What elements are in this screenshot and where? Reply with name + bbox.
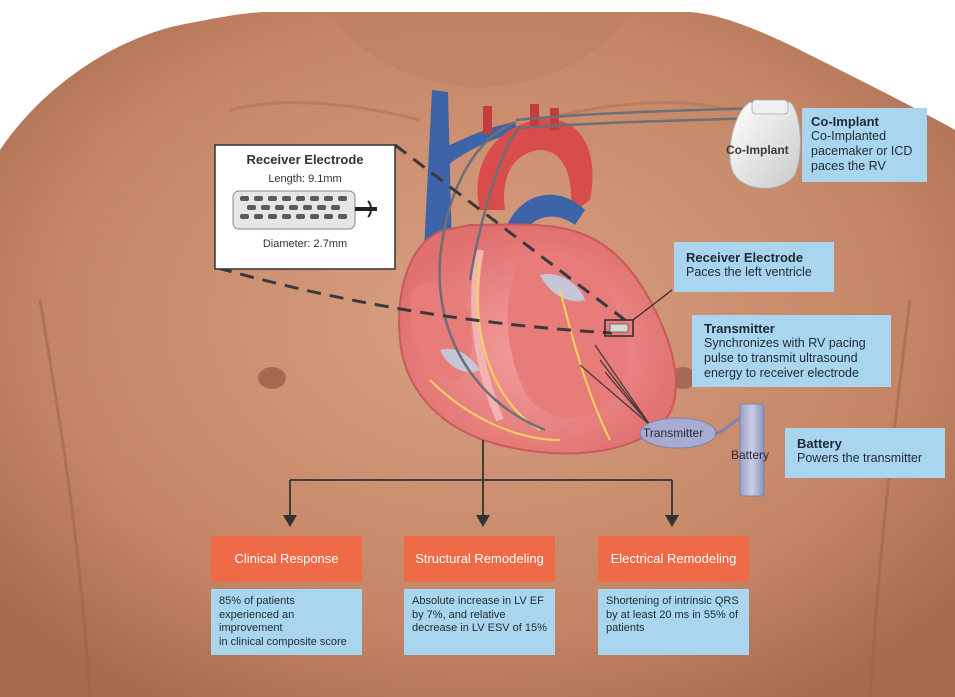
co-implant-header (752, 100, 788, 114)
co-implant-title: Co-Implant (811, 114, 918, 129)
result-line: 85% of patients (219, 595, 354, 609)
inset-title: Receiver Electrode (215, 152, 395, 167)
result-line: Shortening of intrinsic QRS (606, 595, 741, 609)
outcome-clinical-response-result: 85% of patients experienced an improveme… (211, 589, 362, 655)
receiver-electrode-title: Receiver Electrode (686, 250, 822, 265)
outcome-electrical-remodeling-result: Shortening of intrinsic QRS by at least … (598, 589, 749, 655)
battery-device-label: Battery (731, 448, 769, 462)
result-line: by 7%, and relative (412, 609, 547, 623)
result-line: patients (606, 622, 741, 636)
result-line: decrease in LV ESV of 15% (412, 622, 547, 636)
left-nipple (258, 367, 286, 389)
battery-desc: Powers the transmitter (797, 451, 933, 466)
receiver-electrode-info-box: Receiver Electrode Paces the left ventri… (674, 242, 834, 292)
mesh-electrode-illustration (233, 191, 377, 229)
co-implant-line-3: paces the RV (811, 159, 918, 174)
transmitter-line-3: energy to receiver electrode (704, 366, 879, 381)
transmitter-info-box: Transmitter Synchronizes with RV pacing … (692, 315, 891, 387)
co-implant-line-2: pacemaker or ICD (811, 144, 918, 159)
result-line: in clinical composite score (219, 636, 354, 650)
battery-info-box: Battery Powers the transmitter (785, 428, 945, 478)
outcome-structural-remodeling-result: Absolute increase in LV EF by 7%, and re… (404, 589, 555, 655)
result-line: Absolute increase in LV EF (412, 595, 547, 609)
outcome-structural-remodeling-title: Structural Remodeling (404, 536, 555, 582)
receiver-electrode-body (610, 324, 628, 332)
inset-diameter: Diameter: 2.7mm (215, 238, 395, 250)
co-implant-line-1: Co-Implanted (811, 129, 918, 144)
co-implant-info-box: Co-Implant Co-Implanted pacemaker or ICD… (802, 108, 927, 182)
transmitter-line-2: pulse to transmit ultrasound (704, 351, 879, 366)
transmitter-line-1: Synchronizes with RV pacing (704, 336, 879, 351)
transmitter-title: Transmitter (704, 321, 879, 336)
result-line: by at least 20 ms in 55% of (606, 609, 741, 623)
transmitter-device-label: Transmitter (643, 426, 703, 440)
result-line: experienced an improvement (219, 609, 354, 636)
receiver-electrode-desc: Paces the left ventricle (686, 265, 822, 280)
inset-length: Length: 9.1mm (215, 173, 395, 185)
outcome-clinical-response-title: Clinical Response (211, 536, 362, 582)
outcome-electrical-remodeling-title: Electrical Remodeling (598, 536, 749, 582)
aorta-branch-2 (530, 104, 539, 128)
battery-title: Battery (797, 436, 933, 451)
co-implant-device-label: Co-Implant (726, 143, 789, 157)
aorta-branch-1 (483, 106, 492, 134)
